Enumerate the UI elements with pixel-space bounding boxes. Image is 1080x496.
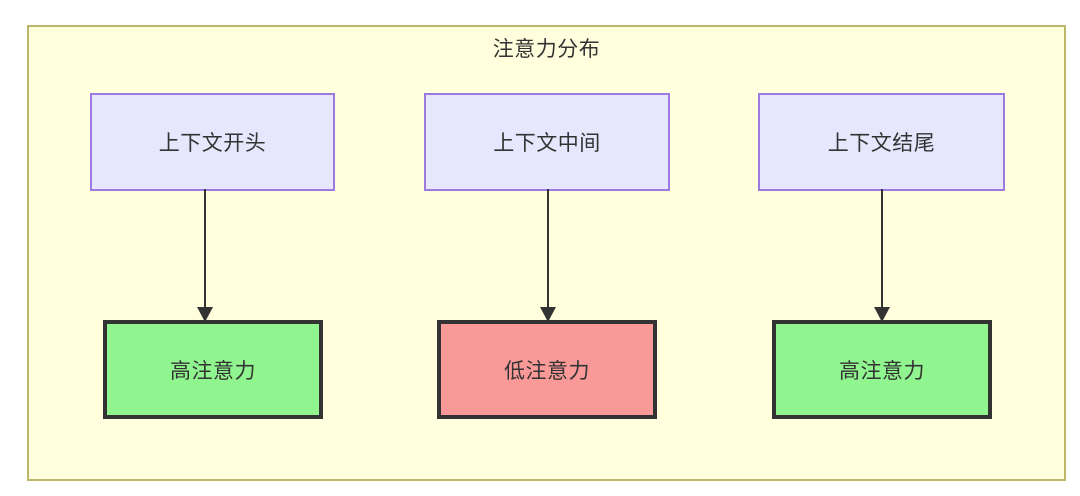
node-high-attention-start-label: 高注意力 (170, 359, 256, 383)
node-context-middle-label: 上下文中间 (493, 132, 601, 155)
node-context-end-label: 上下文结尾 (827, 132, 936, 155)
edge-context-middle-to-low-attention (540, 189, 556, 322)
arrowhead-icon (540, 307, 556, 322)
node-context-start[interactable]: 上下文开头 (90, 93, 335, 191)
node-high-attention-start[interactable]: 高注意力 (103, 320, 323, 419)
node-low-attention-middle[interactable]: 低注意力 (437, 320, 657, 419)
node-low-attention-middle-label: 低注意力 (504, 359, 590, 383)
node-high-attention-end[interactable]: 高注意力 (772, 320, 992, 419)
subgraph-title: 注意力分布 (492, 38, 601, 61)
node-context-end[interactable]: 上下文结尾 (758, 93, 1005, 191)
arrowhead-icon (874, 307, 890, 322)
node-context-start-label: 上下文开头 (158, 132, 267, 155)
edge-context-start-to-high-attention (197, 189, 213, 322)
node-context-middle[interactable]: 上下文中间 (424, 93, 670, 191)
edge-context-end-to-high-attention (874, 189, 890, 322)
node-high-attention-end-label: 高注意力 (839, 359, 925, 383)
arrowhead-icon (197, 307, 213, 322)
